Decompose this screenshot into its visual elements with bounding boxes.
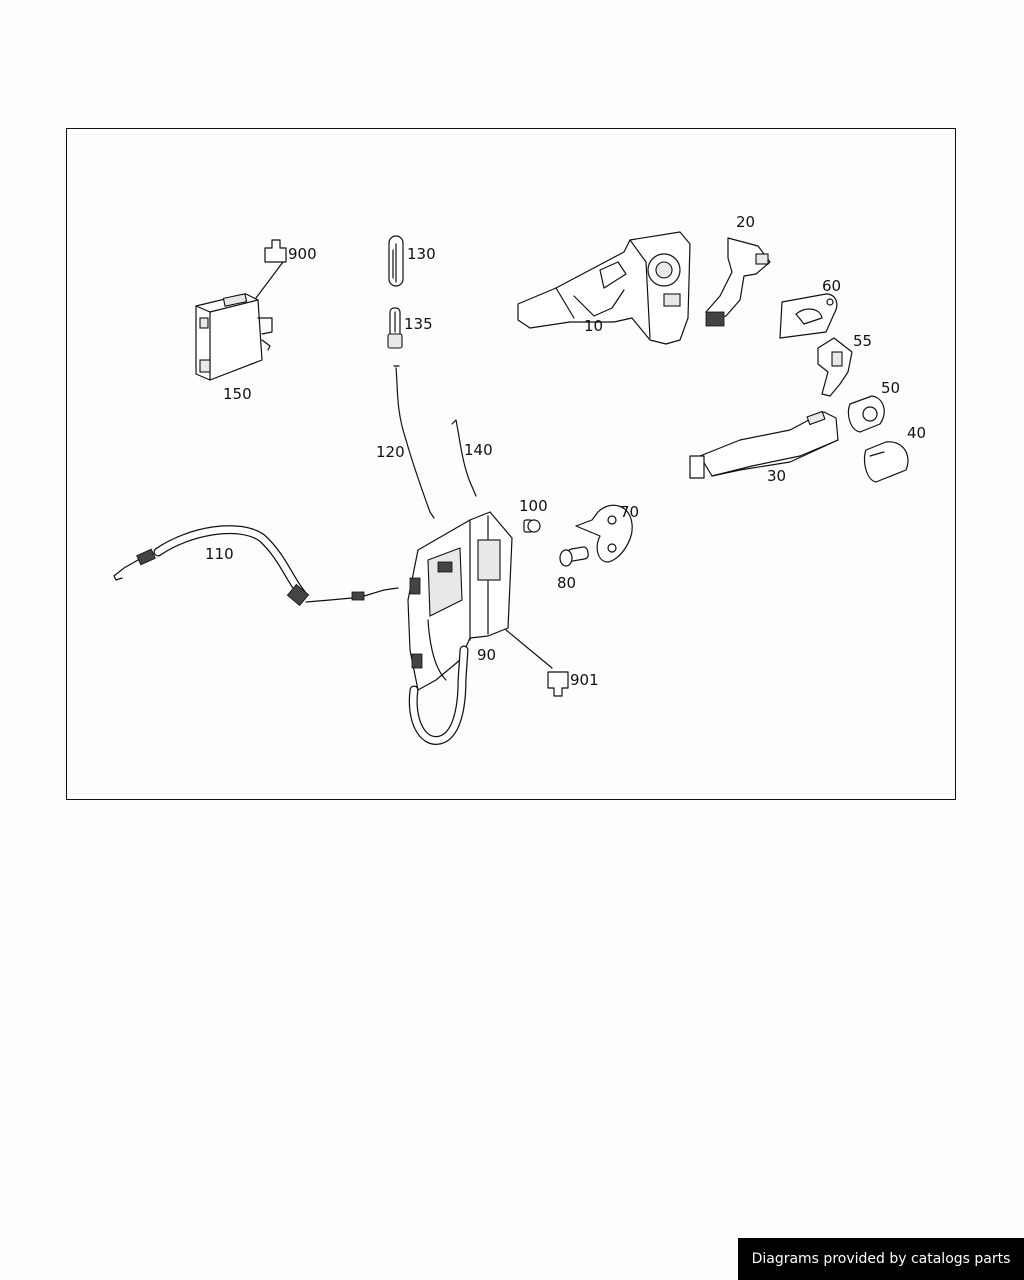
label-part-100: 100 [519,497,548,515]
label-part-135: 135 [404,315,433,333]
part-130-key-blade[interactable] [388,235,404,287]
diagram-frame [66,128,956,800]
part-90-door-lock[interactable] [407,511,553,745]
part-10-handle-carrier[interactable] [517,231,691,345]
label-part-130: 130 [407,245,436,263]
label-part-900: 900 [288,245,317,263]
part-30-door-handle[interactable] [689,410,839,479]
label-part-120: 120 [376,443,405,461]
part-135-lock-cylinder[interactable] [387,307,403,349]
part-40-cap[interactable] [863,441,909,483]
label-part-901: 901 [570,671,599,689]
credit-banner: Diagrams provided by catalogs parts [738,1238,1024,1280]
label-part-80: 80 [557,574,576,592]
label-part-30: 30 [767,467,786,485]
label-part-60: 60 [822,277,841,295]
label-part-40: 40 [907,424,926,442]
part-20-bracket[interactable] [705,237,771,327]
label-part-70: 70 [620,503,639,521]
part-80-striker-bolt[interactable] [559,546,589,567]
part-70-striker-plate[interactable] [575,504,633,563]
label-part-90: 90 [477,646,496,664]
label-part-20: 20 [736,213,755,231]
label-part-50: 50 [881,379,900,397]
part-100-bolt[interactable] [523,519,541,533]
part-110-cable[interactable] [113,525,399,607]
label-part-55: 55 [853,332,872,350]
part-50-cap[interactable] [847,395,885,433]
label-part-110: 110 [205,545,234,563]
part-60-gasket[interactable] [779,293,838,339]
part-140-rod[interactable] [451,419,477,497]
label-part-140: 140 [464,441,493,459]
part-150-control-module[interactable] [195,261,284,381]
label-part-10: 10 [584,317,603,335]
part-900-symbol [264,239,287,263]
part-55-lever[interactable] [817,337,853,397]
label-part-150: 150 [223,385,252,403]
part-901-symbol [547,671,569,697]
part-120-rod[interactable] [393,365,435,519]
